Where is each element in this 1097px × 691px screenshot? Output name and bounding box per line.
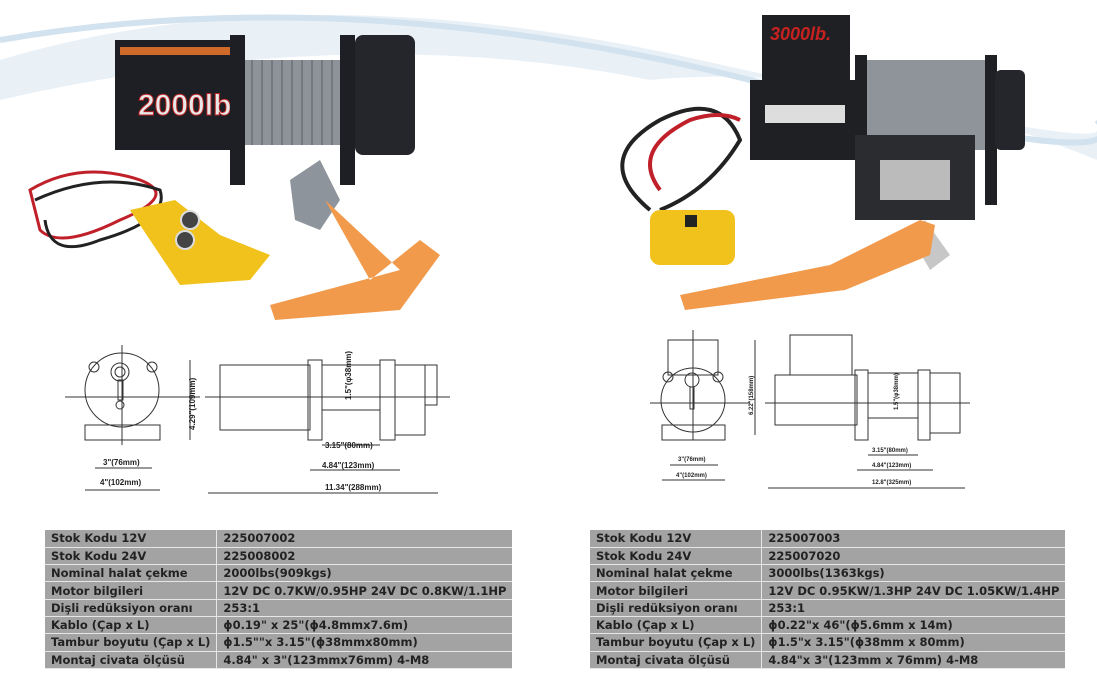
spec-value: 225007002	[216, 530, 513, 548]
spec-label: Stok Kodu 12V	[45, 530, 218, 548]
table-row: Kablo (Çap x L)ϕ0.22"x 46"(ϕ5.6mm x 14m)	[590, 616, 1066, 635]
spec-label: Stok Kodu 12V	[590, 530, 763, 548]
dim-drum-dia: 1.5"(φ38mm)	[894, 373, 900, 410]
spec-label: Nominal halat çekme	[45, 564, 218, 583]
dimension-drawing-3000: 3"(76mm) 4"(102mm) 6.22"(158mm) 3.15"(80…	[650, 330, 970, 489]
capacity-badge: 3000lb.	[770, 24, 831, 44]
spec-label: Tambur boyutu (Çap x L)	[590, 633, 763, 652]
spec-value: 4.84"x 3"(123mm x 76mm) 4-M8	[761, 651, 1066, 669]
spec-value: 253:1	[761, 599, 1066, 617]
spec-label: Stok Kodu 24V	[590, 547, 763, 566]
dim-base-outer: 4"(102mm)	[676, 473, 707, 479]
table-row: Tambur boyutu (Çap x L)ϕ1.5""x 3.15"(ϕ38…	[45, 633, 513, 652]
capacity-badge: 2000lb.	[138, 89, 240, 122]
table-row: Kablo (Çap x L)ϕ0.19" x 25"(ϕ4.8mmx7.6m)	[45, 616, 513, 635]
spec-value: 3000lbs(1363kgs)	[761, 564, 1066, 583]
spec-value: 225007020	[761, 547, 1066, 566]
spec-value: ϕ0.22"x 46"(ϕ5.6mm x 14m)	[761, 616, 1066, 635]
dim-total: 12.8"(325mm)	[872, 480, 911, 486]
dim-drum-dia: 1.5"(φ38mm)	[344, 351, 353, 400]
spec-label: Motor bilgileri	[590, 581, 763, 600]
dim-base-outer: 4"(102mm)	[100, 478, 141, 487]
spec-value: ϕ1.5""x 3.15"(ϕ38mmx80mm)	[216, 633, 513, 652]
dim-mount: 4.84"(123mm)	[872, 463, 911, 469]
dim-height: 4.29"(109mm)	[188, 377, 197, 430]
spec-label: Dişli redüksiyon oranı	[45, 599, 218, 617]
spec-label: Montaj civata ölçüsü	[45, 651, 218, 669]
spec-value: 12V DC 0.95KW/1.3HP 24V DC 1.05KW/1.4HP	[761, 581, 1066, 600]
spec-value: 2000lbs(909kgs)	[216, 564, 513, 583]
spec-label: Nominal halat çekme	[590, 564, 763, 583]
spec-label: Dişli redüksiyon oranı	[590, 599, 763, 617]
dim-base-inner: 3"(76mm)	[678, 457, 706, 463]
spec-label: Kablo (Çap x L)	[590, 616, 763, 635]
spec-label: Kablo (Çap x L)	[45, 616, 218, 635]
dimension-drawing-2000: 3"(76mm) 4"(102mm) 4.29"(109mm) 3.15"(80…	[65, 345, 450, 494]
spec-value: 253:1	[216, 599, 513, 617]
spec-label: Montaj civata ölçüsü	[590, 651, 763, 669]
background-swoosh	[0, 14, 1097, 160]
spec-label: Tambur boyutu (Çap x L)	[45, 633, 218, 652]
dim-total: 11.34"(288mm)	[325, 483, 382, 492]
spec-label: Motor bilgileri	[45, 581, 218, 600]
dim-drum-length: 3.15"(80mm)	[325, 441, 373, 450]
dim-height: 6.22"(158mm)	[749, 376, 755, 415]
winch-2000-photo: 2000lb.	[28, 35, 440, 320]
dim-mount: 4.84"(123mm)	[322, 461, 375, 470]
spec-value: ϕ1.5"x 3.15"(ϕ38mm x 80mm)	[761, 633, 1066, 652]
spec-value: 4.84" x 3"(123mmx76mm) 4-M8	[216, 651, 513, 669]
dim-base-inner: 3"(76mm)	[103, 458, 140, 467]
spec-value: 225007003	[761, 530, 1066, 548]
spec-value: ϕ0.19" x 25"(ϕ4.8mmx7.6m)	[216, 616, 513, 635]
table-row: Tambur boyutu (Çap x L)ϕ1.5"x 3.15"(ϕ38m…	[590, 633, 1066, 652]
winch-3000-photo: 3000lb.	[620, 15, 1025, 310]
spec-label: Stok Kodu 24V	[45, 547, 218, 566]
spec-value: 225008002	[216, 547, 513, 566]
dim-drum-length: 3.15"(80mm)	[872, 448, 908, 454]
spec-value: 12V DC 0.7KW/0.95HP 24V DC 0.8KW/1.1HP	[216, 581, 513, 600]
